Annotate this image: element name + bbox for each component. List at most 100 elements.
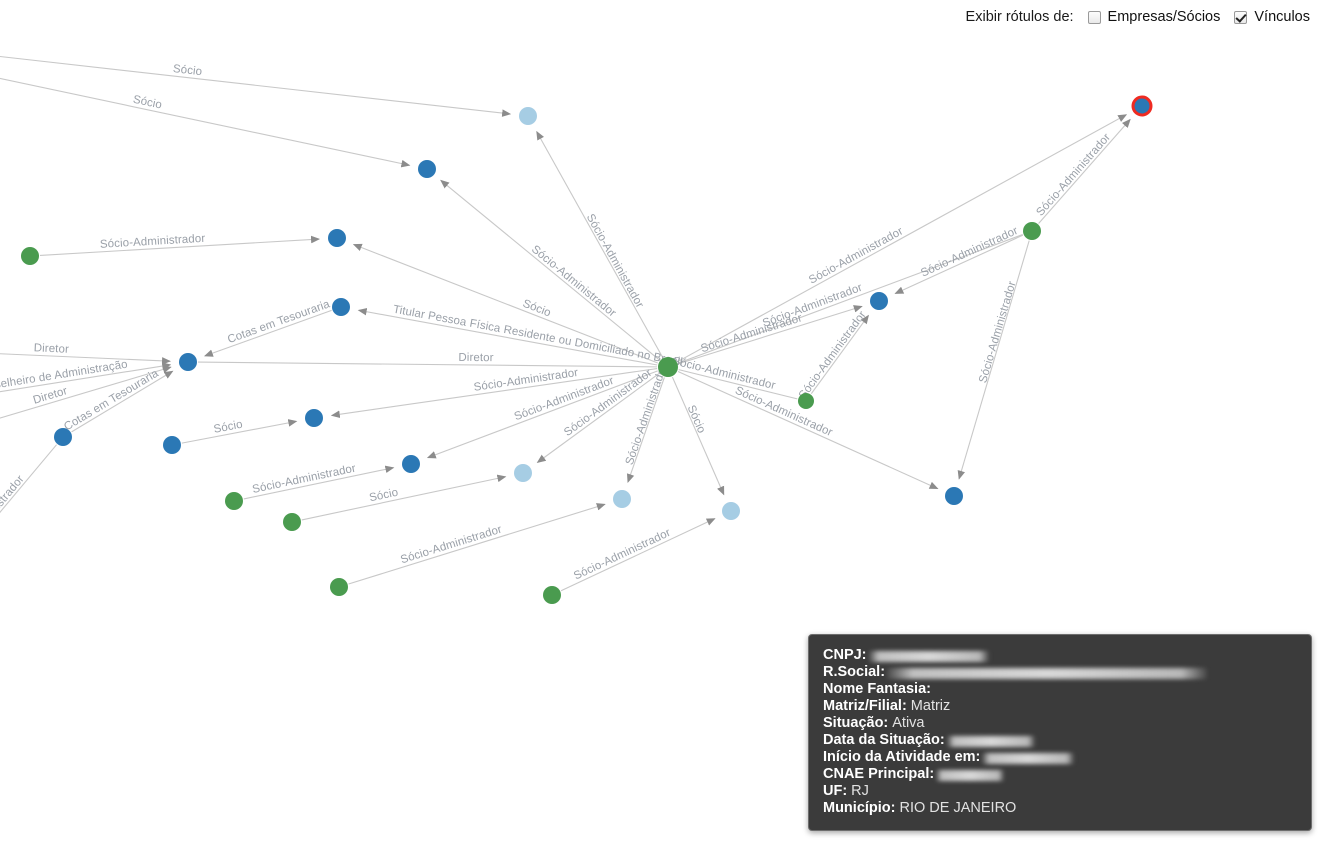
graph-node-selected[interactable]: [1131, 95, 1153, 117]
graph-edge[interactable]: [203, 309, 332, 357]
graph-edge[interactable]: [0, 70, 411, 168]
edge-label: Sócio-Administrador: [1034, 131, 1113, 218]
checkbox-vinculos-label: Vínculos: [1254, 9, 1310, 25]
graph-edge[interactable]: [1038, 118, 1131, 224]
graph-node[interactable]: [543, 586, 561, 604]
entity-info-row: CNAE Principal:: [823, 766, 1297, 783]
graph-node[interactable]: [1023, 222, 1041, 240]
entity-info-value-redacted: [887, 668, 1208, 679]
entity-info-value: Ativa: [892, 715, 925, 731]
edge-label: Sócio-Administrador: [977, 280, 1018, 385]
graph-edge[interactable]: [678, 369, 798, 400]
edge-label: Sócio-Administrador: [473, 367, 579, 394]
graph-node[interactable]: [402, 455, 420, 473]
edge-label: Sócio-Administrador: [572, 527, 673, 583]
graph-edge[interactable]: [352, 243, 658, 364]
graph-edge[interactable]: [357, 307, 658, 366]
entity-info-value-redacted: [982, 753, 1075, 764]
checkbox-vinculos[interactable]: Vínculos: [1234, 9, 1310, 25]
edge-label: Diretor: [458, 352, 493, 364]
graph-edge[interactable]: [536, 373, 660, 463]
entity-info-panel: CNPJ:R.Social:Nome Fantasia:Matriz/Filia…: [808, 634, 1312, 831]
graph-node[interactable]: [722, 502, 740, 520]
entity-info-row: Município:RIO DE JANEIRO: [823, 800, 1297, 817]
graph-node[interactable]: [945, 487, 963, 505]
graph-edge[interactable]: [560, 518, 716, 592]
graph-edge[interactable]: [440, 179, 660, 361]
checkbox-vinculos-box[interactable]: [1234, 10, 1248, 24]
graph-edge[interactable]: [0, 352, 172, 365]
graph-node[interactable]: [283, 513, 301, 531]
graph-edge[interactable]: [678, 305, 863, 365]
graph-node[interactable]: [328, 229, 346, 247]
graph-edge[interactable]: [0, 444, 58, 560]
graph-node[interactable]: [870, 292, 888, 310]
graph-edge[interactable]: [677, 114, 1128, 363]
entity-info-key: CNAE Principal:: [823, 766, 935, 782]
edge-label: Sócio-Administrador: [807, 225, 905, 286]
graph-edge[interactable]: [957, 240, 1030, 480]
entity-info-row: Data da Situação:: [823, 732, 1297, 749]
graph-edge[interactable]: [181, 419, 298, 444]
entity-info-value-redacted: [946, 736, 1035, 747]
graph-edge[interactable]: [243, 465, 395, 500]
graph-edge[interactable]: [0, 52, 512, 117]
graph-edge[interactable]: [677, 371, 939, 490]
edge-label: Sócio-Administrador: [251, 463, 357, 496]
edge-label: Sócio-Administrador: [919, 225, 1020, 280]
checkbox-empresas-socios-label: Empresas/Sócios: [1107, 9, 1221, 25]
graph-edge[interactable]: [348, 503, 606, 585]
graph-node[interactable]: [658, 357, 678, 377]
graph-edge[interactable]: [39, 235, 321, 256]
graph-node[interactable]: [613, 490, 631, 508]
graph-node[interactable]: [418, 160, 436, 178]
entity-info-key: Município:: [823, 800, 896, 816]
entity-info-row: Início da Atividade em:: [823, 749, 1297, 766]
graph-edge[interactable]: [810, 314, 869, 395]
graph-node[interactable]: [332, 298, 350, 316]
graph-node[interactable]: [163, 436, 181, 454]
graph-edge[interactable]: [678, 233, 1023, 364]
entity-info-row: Nome Fantasia:: [823, 681, 1297, 698]
entity-info-key: Situação:: [823, 715, 889, 731]
entity-info-value: RIO DE JANEIRO: [899, 800, 1017, 816]
graph-node[interactable]: [798, 393, 814, 409]
checkbox-empresas-socios[interactable]: Empresas/Sócios: [1087, 9, 1221, 25]
entity-info-key: CNPJ:: [823, 647, 867, 663]
entity-info-row: UF:RJ: [823, 783, 1297, 800]
edge-label: Sócio: [213, 419, 244, 436]
graph-edge[interactable]: [626, 377, 665, 483]
graph-node[interactable]: [330, 578, 348, 596]
graph-node[interactable]: [54, 428, 72, 446]
graph-edge[interactable]: [426, 370, 658, 459]
edge-label: Sócio-Administrador: [100, 233, 206, 251]
checkbox-empresas-socios-box[interactable]: [1087, 10, 1101, 24]
edge-label: Sócio-Administrador: [671, 355, 776, 392]
graph-node[interactable]: [21, 247, 39, 265]
graph-edge[interactable]: [330, 368, 658, 419]
graph-node[interactable]: [179, 353, 197, 371]
edge-label: Sócio: [685, 404, 708, 436]
graph-edge[interactable]: [0, 365, 172, 430]
entity-info-row: Situação:Ativa: [823, 715, 1297, 732]
graph-edge[interactable]: [894, 234, 1024, 295]
edge-label: Diretor: [33, 342, 69, 356]
graph-edge[interactable]: [671, 376, 725, 496]
graph-node[interactable]: [519, 107, 537, 125]
edges-layer: [0, 52, 1131, 592]
entity-info-key: R.Social:: [823, 664, 886, 680]
graph-edge[interactable]: [0, 362, 172, 398]
entity-info-key: UF:: [823, 783, 848, 799]
entity-info-value: RJ: [851, 783, 869, 799]
entity-info-value: Matriz: [910, 698, 951, 714]
entity-info-value-redacted: [936, 770, 1005, 781]
graph-node[interactable]: [514, 464, 532, 482]
graph-edge[interactable]: [197, 361, 658, 368]
nodes-layer[interactable]: [21, 95, 1153, 604]
graph-node[interactable]: [225, 492, 243, 510]
graph-edge[interactable]: [301, 474, 507, 521]
graph-edge[interactable]: [536, 130, 664, 358]
graph-node[interactable]: [305, 409, 323, 427]
graph-edge[interactable]: [71, 370, 174, 433]
